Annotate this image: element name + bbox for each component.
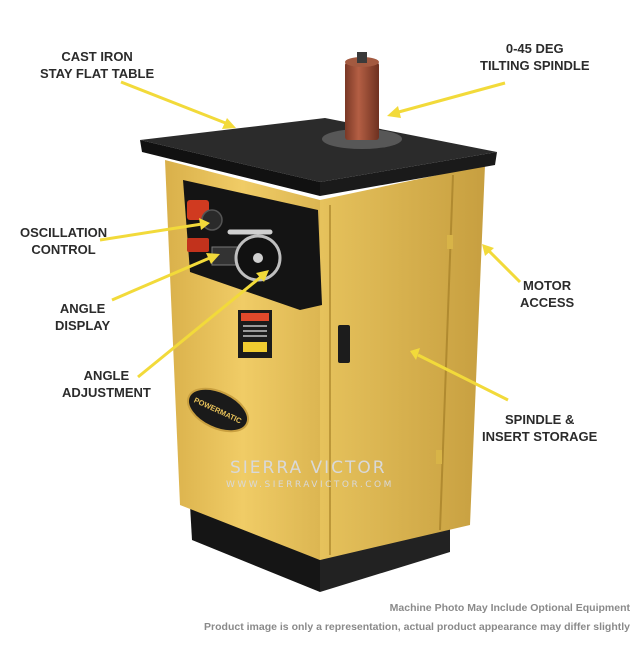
watermark-url: WWW.SIERRAVICTOR.COM (226, 480, 394, 490)
callout-angle-display: ANGLE DISPLAY (55, 300, 110, 334)
callout-arrows (99, 80, 522, 402)
callout-oscillation-control: OSCILLATION CONTROL (20, 224, 107, 258)
callout-storage-line1: SPINDLE & (505, 412, 575, 427)
callout-storage-line2: INSERT STORAGE (482, 429, 598, 444)
watermark-name: SIERRA VICTOR (230, 458, 387, 478)
callout-tilting-spindle: 0-45 DEG TILTING SPINDLE (480, 40, 590, 74)
callout-motor-access: MOTOR ACCESS (520, 277, 574, 311)
callout-display-line1: ANGLE (59, 301, 106, 316)
sanding-spindle (345, 52, 379, 140)
callout-motor-line2: ACCESS (520, 295, 575, 310)
callout-oscillation-line2: CONTROL (31, 242, 96, 257)
callout-angle-adjustment: ANGLE ADJUSTMENT (62, 367, 151, 401)
callout-display-line2: DISPLAY (55, 318, 111, 333)
callout-table-line2: STAY FLAT TABLE (40, 66, 155, 81)
brand-logo: POWERMATIC (187, 387, 249, 433)
disclaimer-optional-equipment: Machine Photo May Include Optional Equip… (389, 602, 630, 614)
control-panel (183, 180, 322, 310)
callout-motor-line1: MOTOR (523, 278, 572, 293)
callout-oscillation-line1: OSCILLATION (20, 225, 108, 240)
callout-spindle-line2: TILTING SPINDLE (480, 58, 590, 73)
callout-adjustment-line2: ADJUSTMENT (62, 385, 151, 400)
disclaimer-representation: Product image is only a representation, … (204, 621, 630, 633)
callout-cast-iron-table: CAST IRON STAY FLAT TABLE (40, 48, 154, 82)
callout-spindle-insert-storage: SPINDLE & INSERT STORAGE (482, 411, 597, 445)
callout-adjustment-line1: ANGLE (83, 368, 130, 383)
warning-label (238, 310, 272, 358)
callout-table-line1: CAST IRON (61, 49, 133, 64)
callout-spindle-line1: 0-45 DEG (505, 41, 564, 56)
oscillation-knob-icon (201, 209, 223, 231)
